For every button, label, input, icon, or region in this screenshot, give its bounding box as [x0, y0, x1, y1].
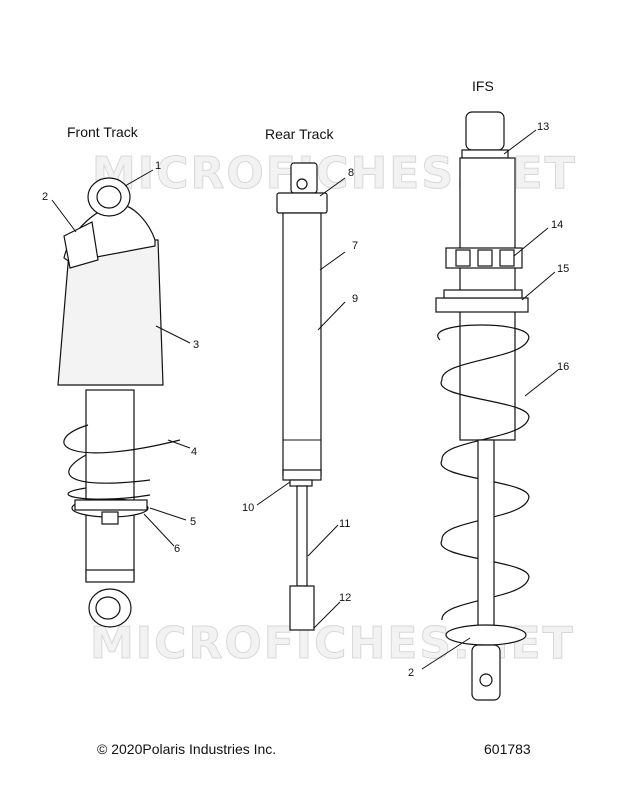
callout-13: 13 — [537, 121, 549, 133]
copyright-text: © 2020Polaris Industries Inc. — [97, 741, 277, 757]
callout-1: 1 — [155, 160, 161, 172]
callout-2: 2 — [42, 191, 48, 203]
callout-16: 16 — [557, 361, 569, 373]
callout-10: 10 — [242, 502, 254, 514]
front-track-shock — [57, 177, 181, 628]
section-title-ifs: IFS — [472, 78, 494, 94]
leader-lines — [51, 129, 559, 670]
ifs-shock — [435, 111, 530, 701]
callout-9: 9 — [352, 293, 358, 305]
callout-8: 8 — [348, 167, 354, 179]
section-title-front-track: Front Track — [67, 124, 139, 140]
callout-3: 3 — [193, 339, 199, 351]
callout-6: 6 — [174, 543, 180, 555]
section-title-rear-track: Rear Track — [265, 126, 334, 142]
callout-7: 7 — [352, 240, 358, 252]
callout-2-ifs: 2 — [408, 667, 414, 679]
callout-15: 15 — [557, 263, 569, 275]
callout-12: 12 — [339, 592, 351, 604]
callout-14: 14 — [551, 219, 563, 231]
rear-track-shock — [276, 162, 328, 631]
callout-11: 11 — [339, 518, 350, 530]
callout-4: 4 — [191, 446, 197, 458]
callout-5: 5 — [190, 516, 196, 528]
part-number: 601783 — [484, 741, 531, 757]
